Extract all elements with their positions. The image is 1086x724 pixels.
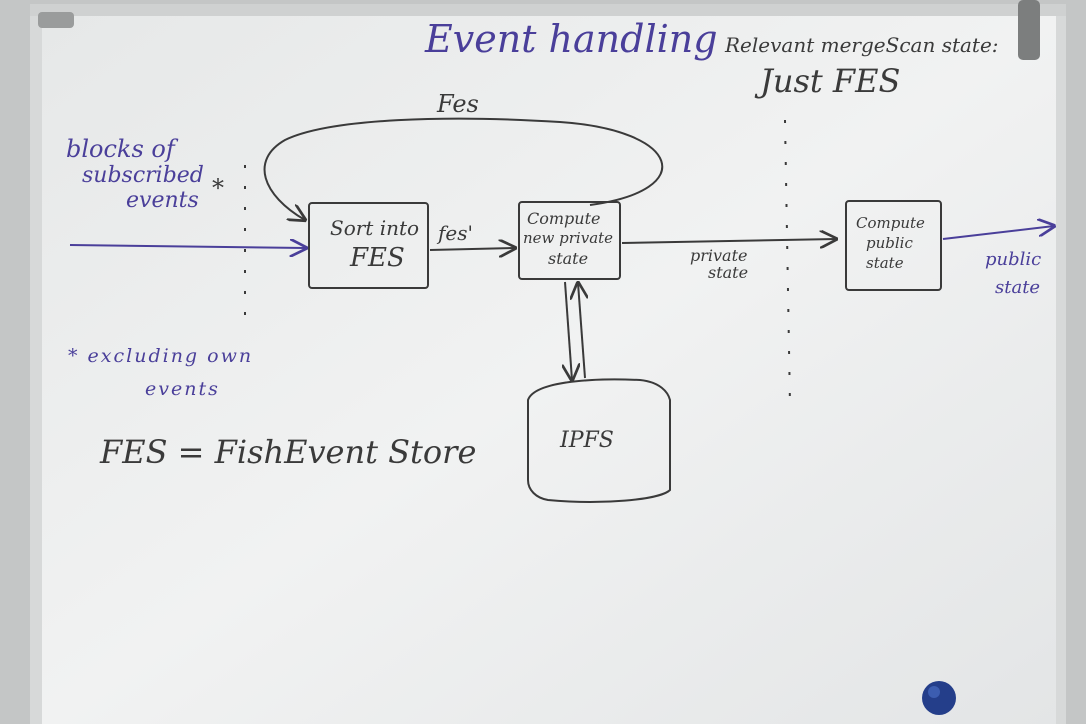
box-private-line1: Compute [527,209,601,228]
box-sort-into-fes [308,202,429,289]
ipfs-arrow-down [565,281,572,380]
box-sort-line1: Sort into [330,216,419,240]
footnote-line1: * excluding own [68,345,253,367]
box-public-line2: public [866,234,913,252]
board-surface [42,14,1056,724]
box-public-line3: state [866,254,904,272]
edge-fes-arrow [429,248,515,250]
clip-left [38,12,74,28]
edge-public-line1: public [985,249,1041,270]
edge-private-line2: state [708,263,748,282]
board-magnet [922,681,956,715]
input-label-line2: subscribed [82,163,204,188]
fes-definition: FES = FishEvent Store [99,433,476,471]
loop-label: Fes [436,90,479,118]
edge-private-arrow [621,239,836,243]
ipfs-arrow-up [578,283,585,379]
feedback-loop-arrow [263,117,664,220]
board-frame-top [30,4,1066,16]
edge-fes-label: fes' [436,221,473,245]
box-private-line2: new private [523,229,613,247]
edge-public-line2: state [995,277,1040,298]
input-label-line1: blocks of [66,135,179,163]
box-sort-line2: FES [349,243,405,273]
edge-public-arrow [942,226,1054,240]
input-arrow [69,245,306,248]
board-magnet-highlight [928,686,940,698]
box-private-line3: state [548,249,588,268]
footnote-line2: events [145,378,220,400]
board-title: Event handling [424,17,718,61]
box-public-line1: Compute [856,214,925,232]
input-label-line3: events [126,188,199,213]
clip-right [1018,0,1040,60]
ipfs-storage-shape [527,378,671,503]
edge-private-line1: private [690,246,747,265]
note-top-line2: Just FES [754,62,900,100]
box-compute-public [845,200,942,291]
box-compute-private [518,201,621,280]
input-label-asterisk: * [212,174,224,202]
note-top-line1: Relevant mergeScan state: [724,33,999,57]
ipfs-label: IPFS [559,428,614,453]
